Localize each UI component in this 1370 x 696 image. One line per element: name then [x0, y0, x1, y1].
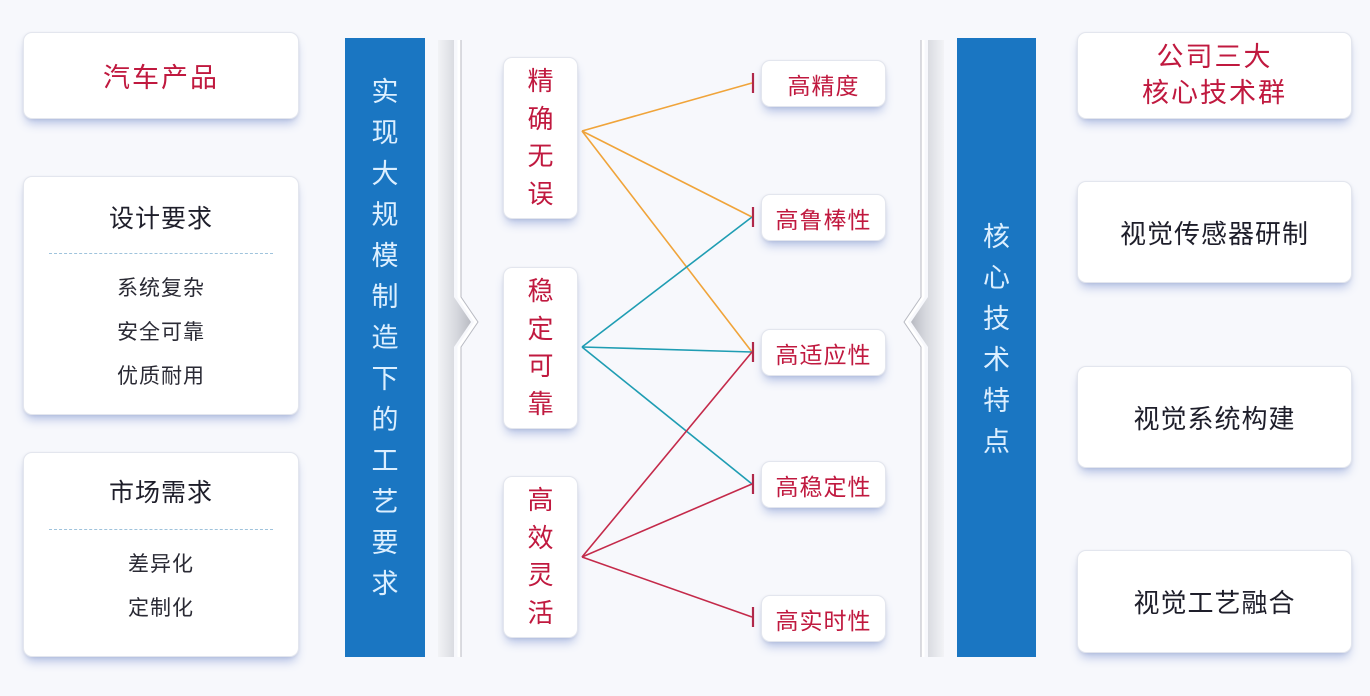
core-tech-features-bar: 核心技术特点 [957, 38, 1036, 657]
vertical-char: 求 [371, 569, 399, 600]
market-demand-card: 市场需求 差异化 定制化 [23, 452, 299, 657]
process-requirements-label: 实现大规模制造下的工艺要求 [372, 72, 399, 605]
feature-card-precision: 高精度 [761, 60, 886, 107]
core-tech-groups-header-card: 公司三大 核心技术群 [1077, 32, 1352, 119]
core-tech-features-label: 核心技术特点 [983, 217, 1010, 463]
vertical-char: 工 [371, 446, 399, 477]
vertical-char: 下 [371, 364, 399, 395]
vertical-char: 规 [371, 200, 399, 231]
feature-label: 高鲁棒性 [775, 207, 872, 234]
vertical-char: 效 [527, 523, 554, 554]
feature-label: 高稳定性 [775, 474, 872, 501]
vertical-char: 误 [527, 179, 554, 210]
feature-label: 高精度 [787, 73, 860, 100]
connection-line [581, 130, 753, 218]
feature-card-realtime: 高实时性 [761, 595, 886, 642]
tech-card-label: 视觉工艺融合 [1133, 589, 1296, 619]
market-item: 定制化 [128, 596, 194, 620]
process-requirements-bar: 实现大规模制造下的工艺要求 [345, 38, 425, 657]
vertical-char: 定 [527, 314, 554, 345]
divider [49, 253, 273, 254]
vertical-char: 大 [371, 159, 399, 190]
market-card-title: 市场需求 [108, 478, 213, 507]
requirement-label: 稳定可靠 [504, 274, 577, 424]
vertical-char: 术 [983, 345, 1010, 376]
vertical-char: 无 [527, 142, 554, 172]
product-card: 汽车产品 [23, 32, 299, 119]
tech-card-label: 视觉系统构建 [1133, 404, 1296, 435]
market-item: 差异化 [128, 552, 194, 576]
divider [49, 529, 273, 530]
vertical-char: 灵 [527, 561, 554, 591]
connection-line [581, 130, 753, 353]
vertical-char: 的 [371, 405, 399, 436]
connection-line [581, 351, 753, 558]
vertical-char: 靠 [527, 389, 554, 420]
left-divider-chevron-icon [438, 40, 479, 657]
product-card-title: 汽车产品 [103, 63, 219, 94]
vertical-char: 心 [983, 263, 1010, 294]
tech-card-vision-system: 视觉系统构建 [1077, 366, 1352, 468]
connection-line [581, 346, 753, 485]
feature-label: 高适应性 [775, 342, 872, 369]
tech-card-label: 视觉传感器研制 [1119, 219, 1309, 250]
feature-card-robustness: 高鲁棒性 [761, 194, 886, 241]
vertical-char: 确 [527, 104, 554, 135]
connection-line [581, 216, 753, 348]
requirement-card-stable: 稳定可靠 [503, 267, 578, 429]
design-item: 安全可靠 [117, 320, 205, 344]
vertical-char: 制 [371, 282, 399, 313]
vertical-char: 精 [527, 67, 554, 97]
requirement-card-efficient: 高效灵活 [503, 476, 578, 638]
vertical-char: 现 [371, 118, 399, 149]
vertical-char: 可 [527, 352, 554, 382]
tech-card-vision-sensor: 视觉传感器研制 [1077, 181, 1352, 283]
vertical-char: 艺 [371, 487, 399, 518]
connection-line [581, 483, 753, 558]
feature-card-stability: 高稳定性 [761, 461, 886, 508]
vertical-char: 特 [983, 386, 1010, 417]
right-divider-chevron-icon [903, 40, 944, 657]
vertical-char: 模 [371, 241, 399, 272]
requirement-label: 精确无误 [504, 64, 577, 214]
header-line-2: 核心技术群 [1142, 77, 1287, 109]
connection-line [581, 82, 753, 132]
vertical-char: 稳 [527, 277, 554, 307]
vertical-char: 实 [371, 77, 399, 108]
connection-line [581, 346, 753, 353]
vertical-char: 活 [527, 598, 554, 629]
connection-line [581, 556, 753, 618]
requirement-label: 高效灵活 [504, 483, 577, 633]
connection-lines [581, 82, 753, 618]
design-card-title: 设计要求 [108, 204, 213, 233]
vertical-char: 造 [371, 323, 399, 354]
vertical-char: 技 [983, 304, 1010, 335]
tech-card-vision-process: 视觉工艺融合 [1077, 550, 1352, 653]
design-item: 优质耐用 [117, 364, 205, 388]
feature-card-adaptability: 高适应性 [761, 329, 886, 376]
vertical-char: 高 [527, 486, 554, 516]
vertical-char: 要 [371, 528, 399, 559]
vertical-char: 点 [983, 427, 1010, 458]
requirement-card-precise: 精确无误 [503, 57, 578, 219]
feature-label: 高实时性 [775, 608, 872, 635]
vertical-char: 核 [983, 222, 1010, 253]
design-requirements-card: 设计要求 系统复杂 安全可靠 优质耐用 [23, 176, 299, 415]
design-item: 系统复杂 [117, 276, 205, 300]
header-line-1: 公司三大 [1156, 41, 1273, 73]
